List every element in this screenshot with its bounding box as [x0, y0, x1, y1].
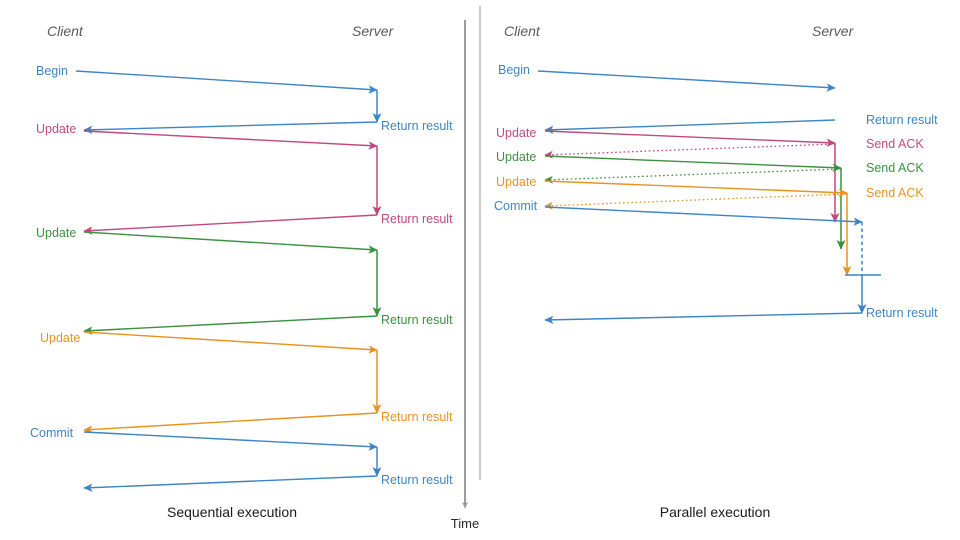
message-label-update-1-sequential: Update [36, 122, 76, 136]
message-label-return-update-3-sequential: Return result [381, 410, 453, 424]
time-axis: Time [451, 20, 479, 531]
message-update-2-sequential [83, 231, 378, 254]
message-label-update-1-parallel: Update [496, 126, 536, 140]
message-label-ack-2-parallel: Send ACK [866, 161, 924, 175]
message-label-return-commit-parallel: Return result [866, 306, 938, 320]
message-return-commit-parallel [544, 312, 863, 325]
message-return-update-1-sequential [83, 214, 378, 235]
message-label-return-begin-sequential: Return result [381, 119, 453, 133]
panel-caption-sequential: Sequential execution [167, 504, 297, 520]
message-return-update-2-sequential [83, 315, 378, 335]
message-label-commit-sequential: Commit [30, 426, 74, 440]
message-return-begin-sequential [83, 121, 378, 134]
message-ack-1-parallel [544, 143, 836, 159]
message-label-return-update-1-sequential: Return result [381, 212, 453, 226]
lane-header-server-parallel: Server [812, 23, 855, 39]
message-begin-sequential [75, 70, 378, 94]
message-begin-parallel [537, 70, 836, 92]
time-axis-label: Time [451, 516, 479, 531]
message-label-return-update-2-sequential: Return result [381, 313, 453, 327]
message-label-update-3-parallel: Update [496, 175, 536, 189]
panel-caption-parallel: Parallel execution [660, 504, 771, 520]
message-label-update-2-sequential: Update [36, 226, 76, 240]
message-label-commit-parallel: Commit [494, 199, 538, 213]
message-label-update-3-sequential: Update [40, 331, 80, 345]
message-label-return-commit-sequential: Return result [381, 473, 453, 487]
message-return-commit-sequential [83, 475, 378, 492]
message-ack-2-parallel [544, 168, 842, 184]
message-update-3-sequential [83, 331, 378, 354]
message-update-1-sequential [83, 130, 378, 150]
message-update-1-parallel [544, 130, 836, 147]
message-label-begin-sequential: Begin [36, 64, 68, 78]
message-return-begin-parallel [544, 119, 836, 134]
message-label-return-begin-parallel: Return result [866, 113, 938, 127]
message-label-begin-parallel: Begin [498, 63, 530, 77]
message-return-update-3-sequential [83, 412, 378, 434]
lane-header-client-parallel: Client [504, 23, 541, 39]
message-update-2-parallel [544, 155, 842, 172]
message-commit-parallel [544, 206, 863, 226]
message-label-ack-3-parallel: Send ACK [866, 186, 924, 200]
message-ack-3-parallel [544, 193, 848, 210]
message-label-ack-1-parallel: Send ACK [866, 137, 924, 151]
lane-header-client-sequential: Client [47, 23, 84, 39]
lane-header-server-sequential: Server [352, 23, 395, 39]
message-commit-sequential [83, 431, 378, 451]
message-update-3-parallel [544, 180, 848, 197]
message-label-update-2-parallel: Update [496, 150, 536, 164]
